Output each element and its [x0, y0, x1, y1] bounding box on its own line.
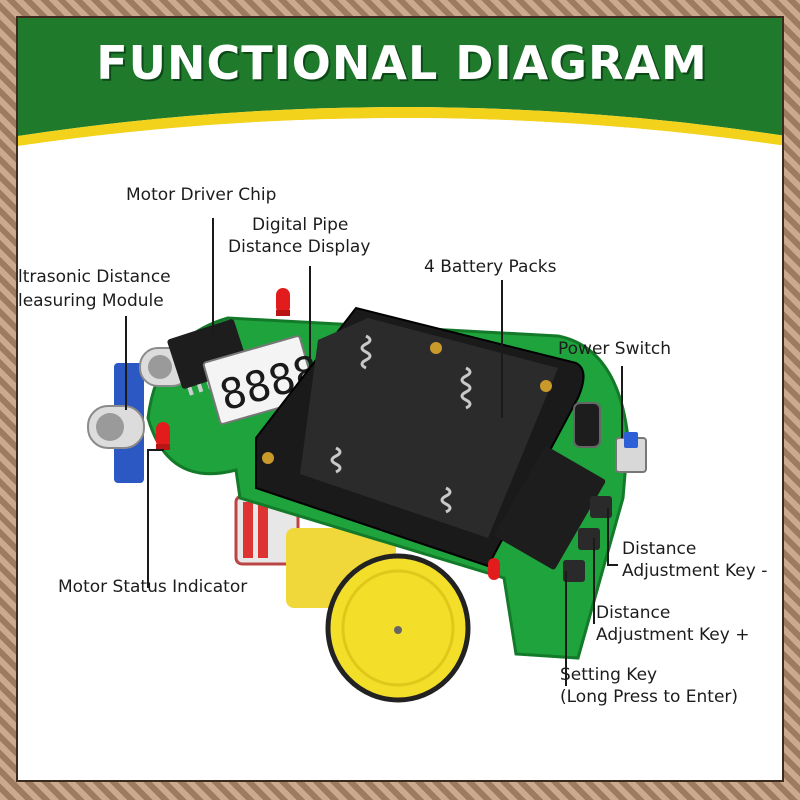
label-digital-pipe-2: Distance Display	[228, 237, 371, 257]
led-indicator-bottom	[488, 558, 500, 580]
label-motor-driver-chip: Motor Driver Chip	[126, 185, 277, 205]
led-indicator-top	[276, 288, 290, 316]
label-motor-status-indicator: Motor Status Indicator	[58, 577, 248, 597]
power-switch	[615, 432, 647, 473]
label-battery-packs: 4 Battery Packs	[424, 257, 557, 277]
leader-lines	[125, 218, 623, 686]
label-digital-pipe-1: Digital Pipe	[252, 215, 349, 235]
ultrasonic-module	[87, 347, 191, 483]
page-title: FUNCTIONAL DIAGRAM	[96, 36, 708, 90]
label-distance-minus-1: Distance	[622, 539, 697, 559]
title-banner	[18, 18, 782, 168]
capacitor	[573, 402, 601, 448]
label-setting-key-2: (Long Press to Enter)	[560, 687, 739, 707]
label-setting-key-1: Setting Key	[560, 665, 658, 685]
robot-car-illustration: 8888	[87, 218, 647, 703]
label-distance-plus-1: Distance	[596, 603, 671, 623]
label-distance-minus-2: Adjustment Key -	[622, 561, 768, 581]
label-power-switch: Power Switch	[558, 339, 672, 359]
diagram-panel: FUNCTIONAL DIAGRAM	[16, 16, 784, 782]
mcu-chip	[494, 446, 606, 570]
label-distance-plus-2: Adjustment Key +	[596, 625, 750, 645]
wheel	[325, 553, 471, 703]
label-ultrasonic-1: ltrasonic Distance	[18, 267, 171, 287]
motor-status-led	[156, 422, 170, 450]
label-ultrasonic-2: leasuring Module	[18, 291, 164, 311]
